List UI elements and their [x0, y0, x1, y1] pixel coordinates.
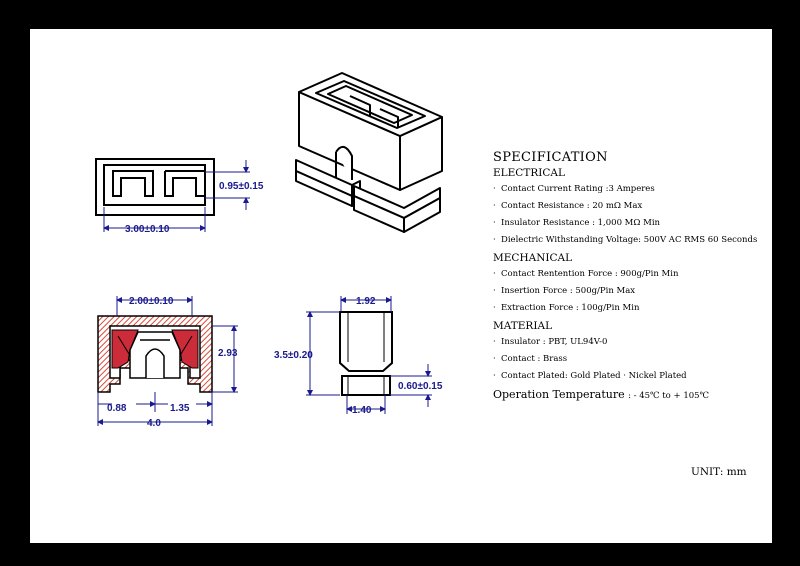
- spec-item: ·Extraction Force : 100g/Pin Min: [493, 303, 640, 313]
- mechanical-heading: MECHANICAL: [493, 252, 573, 264]
- top-view: [95, 158, 215, 216]
- operation-temperature-label: Operation Temperature: [493, 388, 625, 401]
- spec-item: ·Contact Rentention Force : 900g/Pin Min: [493, 269, 679, 279]
- spec-item-text: Contact Resistance : 20 mΩ Max: [501, 201, 643, 211]
- section-pitch-label: 1.35: [170, 403, 190, 414]
- side-view-dimensions: [306, 296, 432, 414]
- isometric-view: [295, 72, 443, 233]
- spec-item: ·Contact Resistance : 20 mΩ Max: [493, 201, 643, 211]
- side-top-label: 1.92: [356, 296, 376, 307]
- top-view-dimensions: [103, 160, 250, 232]
- spec-item-text: Contact Plated: Gold Plated · Nickel Pla…: [501, 371, 687, 381]
- section-view-dimensions: [97, 296, 238, 426]
- spec-item: ·Insulator : PBT, UL94V-0: [493, 337, 608, 347]
- side-bottom-label: 1.40: [352, 405, 372, 416]
- spec-item: ·Dielectric Withstanding Voltage: 500V A…: [493, 235, 758, 245]
- spec-item-text: Insertion Force : 500g/Pin Max: [501, 286, 636, 296]
- side-foot-height-label: 0.60±0.15: [398, 381, 443, 392]
- side-height-label: 3.5±0.20: [274, 350, 313, 361]
- section-inner-label: 2.00±0.10: [129, 296, 174, 307]
- section-height-label: 2.93: [218, 348, 238, 359]
- electrical-heading: ELECTRICAL: [493, 167, 565, 179]
- operation-temperature: Operation Temperature : - 45℃ to + 105℃: [493, 388, 773, 401]
- side-view: [339, 311, 393, 396]
- spec-item: ·Insulator Resistance : 1,000 MΩ Min: [493, 218, 661, 228]
- spec-item-text: Extraction Force : 100g/Pin Min: [501, 303, 640, 313]
- spec-title: SPECIFICATION: [493, 150, 608, 165]
- top-width-label: 3.00±0.10: [125, 224, 170, 235]
- top-height-label: 0.95±0.15: [219, 181, 264, 192]
- spec-item: ·Contact Plated: Gold Plated · Nickel Pl…: [493, 371, 687, 381]
- spec-item-text: Insulator : PBT, UL94V-0: [501, 337, 608, 347]
- specification-block: SPECIFICATION ELECTRICAL ·Contact Curren…: [493, 150, 773, 401]
- spec-item-text: Contact Current Rating :3 Amperes: [501, 184, 655, 194]
- spec-item: ·Insertion Force : 500g/Pin Max: [493, 286, 636, 296]
- spec-item-text: Contact Rentention Force : 900g/Pin Min: [501, 269, 679, 279]
- spec-item-text: Dielectric Withstanding Voltage: 500V AC…: [501, 235, 758, 245]
- section-width-label: 4.0: [147, 418, 161, 429]
- material-heading: MATERIAL: [493, 320, 553, 332]
- section-left-label: 0.88: [107, 403, 127, 414]
- section-view: [97, 315, 213, 393]
- spec-item-text: Insulator Resistance : 1,000 MΩ Min: [501, 218, 661, 228]
- operation-temperature-value: : - 45℃ to + 105℃: [628, 391, 710, 401]
- spec-item: ·Contact : Brass: [493, 354, 568, 364]
- unit-label: UNIT: mm: [691, 466, 747, 478]
- spec-item-text: Contact : Brass: [501, 354, 568, 364]
- spec-item: ·Contact Current Rating :3 Amperes: [493, 184, 655, 194]
